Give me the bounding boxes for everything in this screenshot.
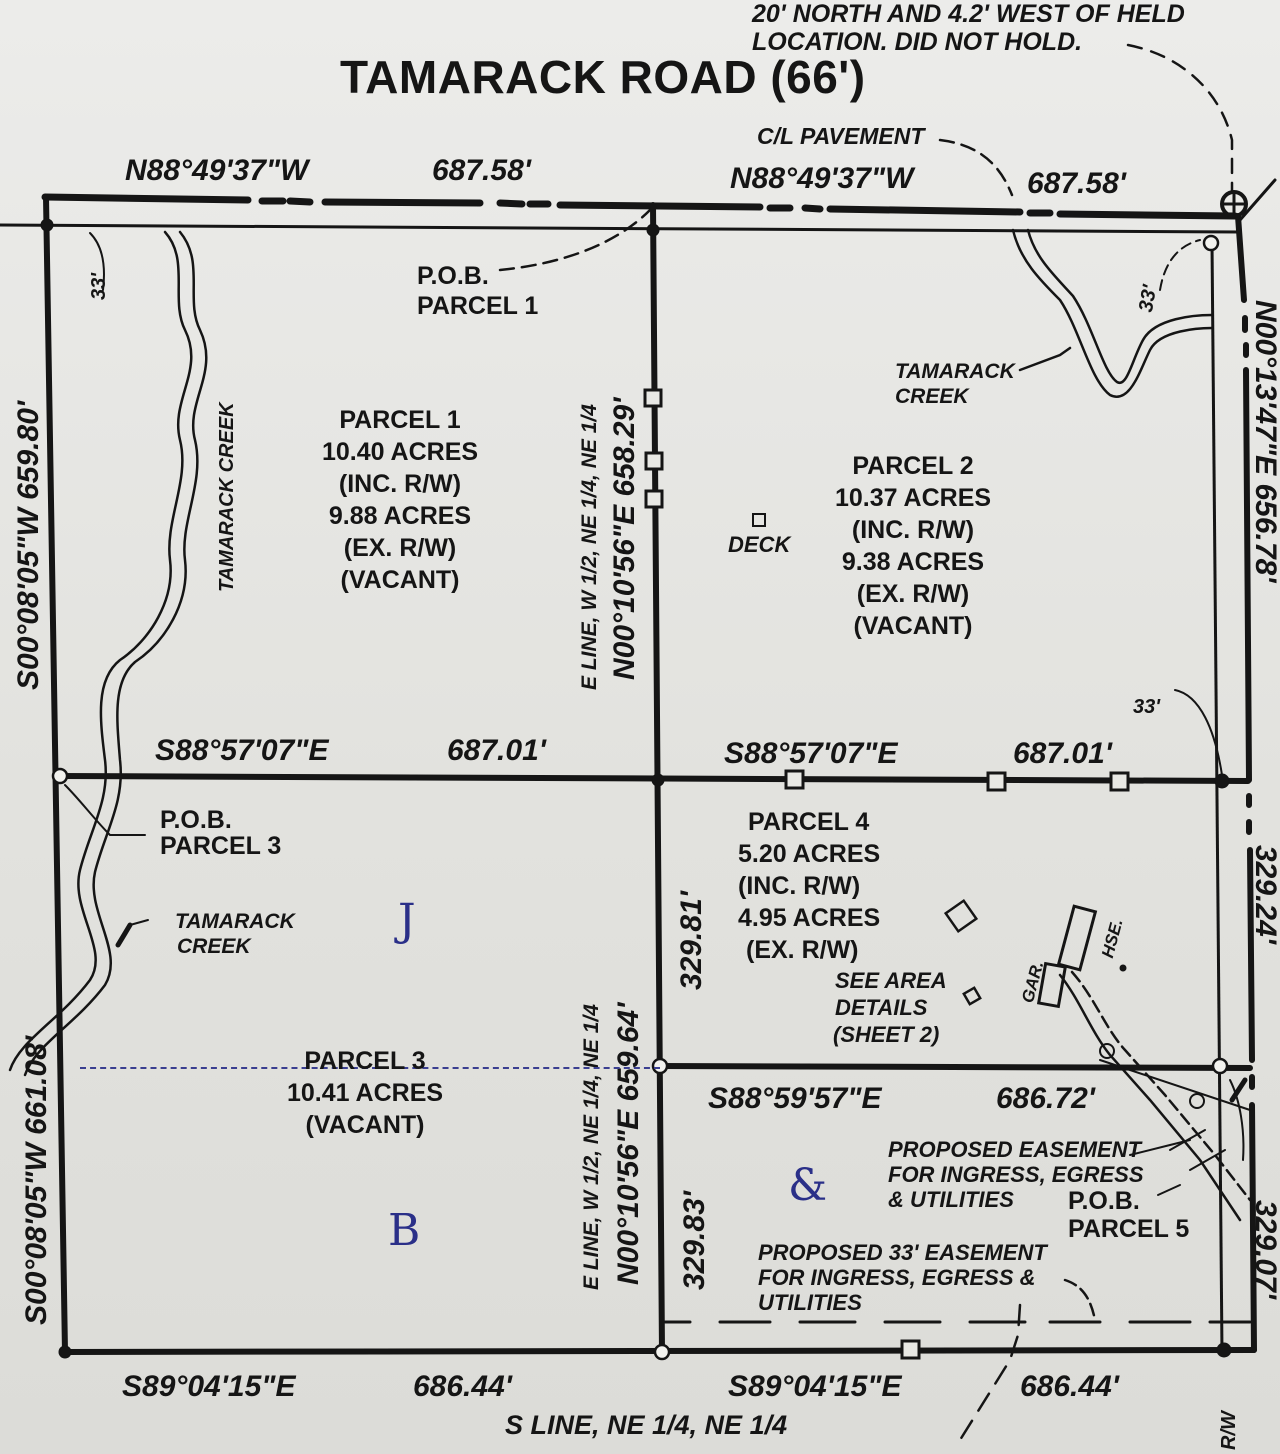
- parcel-2-label: PARCEL 2 10.37 ACRES (INC. R/W) 9.38 ACR…: [803, 450, 1023, 642]
- parcel-1-label: PARCEL 1 10.40 ACRES (INC. R/W) 9.88 ACR…: [290, 404, 510, 596]
- parcel-2-area-ex: 9.38 ACRES: [841, 548, 985, 576]
- west-lower-bearing: S00°08'05"W 661.08': [20, 1035, 53, 1325]
- easement-line2: FOR INGRESS, EGRESS: [888, 1162, 1144, 1187]
- parcel-2-area-inc: 10.37 ACRES: [834, 484, 992, 512]
- creek-w-label-2: CREEK: [177, 935, 251, 958]
- parcel-4-area-ex: 4.95 ACRES: [738, 904, 881, 932]
- parcel-1-inc: (INC. R/W): [338, 470, 462, 498]
- center-upper-bearing: N00°10'56"E 658.29': [608, 397, 641, 680]
- creek-ne-label-2: CREEK: [895, 385, 969, 408]
- deck-label: DECK: [728, 532, 791, 557]
- easement33-line2: FOR INGRESS, EGRESS &: [758, 1265, 1036, 1290]
- creek-vertical-label: TAMARACK CREEK: [216, 402, 238, 592]
- handwritten-mark-b: B: [388, 1205, 421, 1256]
- north-left-bearing: N88°49'37"W: [125, 154, 309, 187]
- nw-33-offset: 33': [88, 272, 110, 300]
- parcel-1-area-inc: 10.40 ACRES: [321, 438, 479, 466]
- easement-line3: & UTILITIES: [888, 1187, 1014, 1212]
- monument-note-line1: 20' NORTH AND 4.2' WEST OF HELD: [752, 0, 1185, 28]
- parcel-2-inc: (INC. R/W): [851, 516, 975, 544]
- easement-line1: PROPOSED EASEMENT: [888, 1137, 1142, 1162]
- parcel-4-label: PARCEL 4 5.20 ACRES (INC. R/W) 4.95 ACRE…: [726, 806, 926, 966]
- parcel-4-name: PARCEL 4: [748, 808, 870, 836]
- south-left-bearing: S89°04'15"E: [122, 1370, 296, 1403]
- south-left-distance: 686.44': [413, 1370, 512, 1403]
- pob-parcel3-line2: PARCEL 3: [160, 832, 282, 860]
- easement33-line3: UTILITIES: [758, 1290, 862, 1315]
- p4-south-bearing: S88°59'57"E: [708, 1082, 882, 1115]
- see-area-line1: SEE AREA: [835, 968, 947, 993]
- pob-parcel5-line1: P.O.B.: [1068, 1187, 1140, 1215]
- see-area-line2: DETAILS: [835, 995, 928, 1020]
- parcel-3-label: PARCEL 3 10.41 ACRES (VACANT): [255, 1045, 475, 1141]
- north-left-distance: 687.58': [432, 154, 531, 187]
- easement33-line1: PROPOSED 33' EASEMENT: [758, 1240, 1047, 1265]
- south-line-label: S LINE, NE 1/4, NE 1/4: [505, 1410, 788, 1440]
- monument-note-line2: LOCATION. DID NOT HOLD.: [752, 28, 1083, 56]
- parcel-4-inc: (INC. R/W): [738, 872, 861, 900]
- e-33-offset: 33': [1133, 696, 1161, 718]
- mid-right-bearing: S88°57'07"E: [724, 737, 898, 770]
- pob-parcel1-line1: P.O.B.: [417, 262, 489, 290]
- parcel-4-ex: (EX. R/W): [746, 936, 859, 964]
- parcel-3-area: 10.41 ACRES: [286, 1079, 444, 1107]
- north-right-bearing: N88°49'37"W: [730, 162, 914, 195]
- ne-33-offset: 33': [1135, 283, 1162, 314]
- mid-right-distance: 687.01': [1013, 737, 1112, 770]
- center-lower-line-label: E LINE, W 1/2, NE 1/4, NE 1/4: [580, 1004, 603, 1290]
- parcel-1-status: (VACANT): [340, 566, 460, 594]
- south-right-bearing: S89°04'15"E: [728, 1370, 902, 1403]
- east-mid-distance: 329.24': [1249, 845, 1280, 944]
- handwritten-mark-j: J: [398, 895, 416, 946]
- parcel-4-area-inc: 5.20 ACRES: [738, 840, 881, 868]
- p5-west-distance: 329.83': [678, 1191, 711, 1290]
- see-area-line3: (SHEET 2): [833, 1022, 940, 1047]
- parcel-2-status: (VACANT): [853, 612, 973, 640]
- parcel-1-area-ex: 9.88 ACRES: [328, 502, 472, 530]
- parcel-3-name: PARCEL 3: [304, 1047, 426, 1075]
- p4-south-distance: 686.72': [996, 1082, 1095, 1115]
- rw-label: R/W: [1218, 1411, 1240, 1450]
- east-upper-bearing: N00°13'47"E 656.78': [1249, 300, 1280, 583]
- creek-w-label-1: TAMARACK: [175, 910, 295, 933]
- mid-left-distance: 687.01': [447, 734, 546, 767]
- parcel-2-name: PARCEL 2: [852, 452, 974, 480]
- pob-parcel3-line1: P.O.B.: [160, 806, 232, 834]
- parcel-1-ex: (EX. R/W): [343, 534, 457, 562]
- center-lower-bearing: N00°10'56"E 659.64': [612, 1002, 645, 1285]
- parcel-2-ex: (EX. R/W): [856, 580, 970, 608]
- parcel-1-name: PARCEL 1: [339, 406, 461, 434]
- creek-ne-label-1: TAMARACK: [895, 360, 1015, 383]
- east-lower-distance: 329.07': [1249, 1200, 1280, 1299]
- pob-parcel5-line2: PARCEL 5: [1068, 1215, 1190, 1243]
- parcel-3-pen-line: [80, 1067, 660, 1069]
- road-title: TAMARACK ROAD (66'): [340, 51, 866, 103]
- parcel-3-status: (VACANT): [305, 1111, 425, 1139]
- south-right-distance: 686.44': [1020, 1370, 1119, 1403]
- center-upper-line-label: E LINE, W 1/2, NE 1/4, NE 1/4: [578, 404, 601, 690]
- pob-parcel1-line2: PARCEL 1: [417, 292, 539, 320]
- handwritten-mark-amp: &: [788, 1160, 828, 1211]
- mid-left-bearing: S88°57'07"E: [155, 734, 329, 767]
- north-right-distance: 687.58': [1027, 167, 1126, 200]
- p4-west-distance: 329.81': [675, 891, 708, 990]
- deck-icon: [752, 513, 766, 527]
- centerline-pavement-label: C/L PAVEMENT: [757, 123, 925, 149]
- west-upper-bearing: S00°08'05"W 659.80': [12, 400, 45, 690]
